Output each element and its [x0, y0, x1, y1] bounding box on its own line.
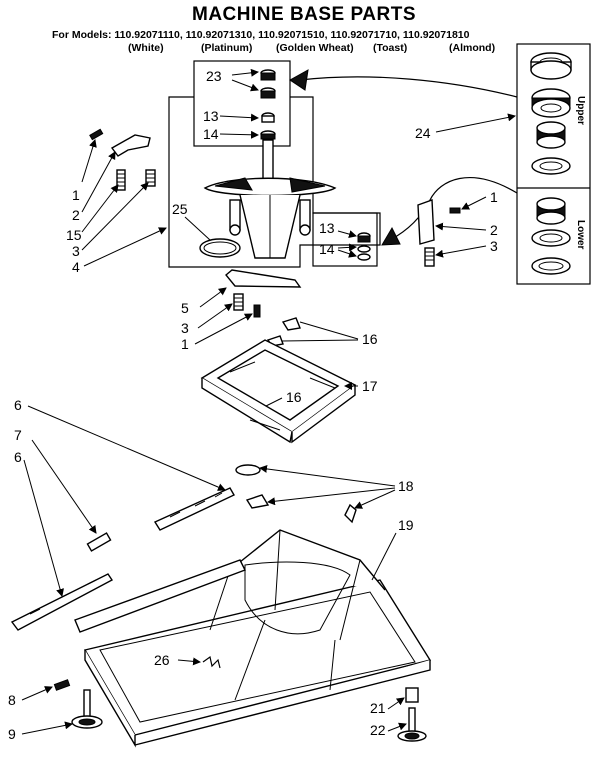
upper-bearing-set [530, 52, 572, 175]
callout-13-upper: 13 [203, 108, 219, 124]
callout-15: 15 [66, 227, 82, 243]
callout-7: 7 [14, 427, 22, 443]
lower-bracket-parts [225, 269, 302, 318]
models-line: For Models: 110.92071110, 110.92071310, … [52, 29, 470, 41]
right-bracket-parts [417, 199, 461, 267]
color-white: (White) [128, 42, 164, 54]
callout-17: 17 [362, 378, 378, 394]
box-parts-23-13-14 [193, 60, 291, 147]
part-8-bolt [53, 679, 71, 691]
transmission-assembly [203, 139, 337, 259]
color-toast: (Toast) [373, 42, 408, 54]
callout-4: 4 [72, 259, 80, 275]
box-transmission-assembly [168, 96, 381, 268]
part-25-ring [199, 238, 241, 258]
part-17-frame [200, 339, 357, 444]
callout-26: 26 [154, 652, 170, 668]
callout-14-upper: 14 [203, 126, 219, 142]
color-almond: (Almond) [449, 42, 496, 54]
part-6-upper-rail [153, 487, 235, 531]
bushings-23-13-14 [260, 69, 276, 140]
callout-1-right: 1 [490, 189, 498, 205]
part-19-base-frame [74, 529, 432, 748]
callout-25: 25 [172, 201, 188, 217]
callout-9: 9 [8, 726, 16, 742]
callout-2-left: 2 [72, 207, 80, 223]
callout-3-right: 3 [490, 238, 498, 254]
left-bracket-parts [89, 128, 156, 191]
callout-6-upper: 6 [14, 397, 22, 413]
part-26-clip [202, 655, 221, 669]
label-lower: Lower [575, 220, 586, 250]
right-box-bushings [357, 232, 371, 261]
leader-lines [21, 68, 516, 735]
callout-5: 5 [181, 300, 189, 316]
part-22-leveling-foot [397, 707, 427, 742]
callout-22: 22 [370, 722, 386, 738]
callout-3-left: 3 [72, 243, 80, 259]
callout-21: 21 [370, 700, 386, 716]
callout-14-right: 14 [319, 241, 335, 257]
color-golden-wheat: (Golden Wheat) [276, 42, 354, 54]
part-21-nut [405, 687, 419, 703]
arrow-head-upper [289, 69, 309, 91]
callout-18: 18 [398, 478, 414, 494]
diagram-title: MACHINE BASE PARTS [192, 4, 416, 25]
part-6-lower-rail [10, 573, 114, 631]
box-parts-13-14-right [312, 212, 378, 267]
part-18-plates [235, 464, 357, 524]
callout-23: 23 [206, 68, 222, 84]
lower-bearing-set [531, 197, 571, 275]
part-9-leveling-foot [71, 689, 103, 729]
callout-6-lower: 6 [14, 449, 22, 465]
callout-2-right: 2 [490, 222, 498, 238]
label-upper: Upper [575, 96, 586, 125]
part-7-spring [86, 532, 112, 552]
callout-8: 8 [8, 692, 16, 708]
callout-24: 24 [415, 125, 431, 141]
arrow-to-lower-box [389, 177, 518, 241]
box-upper-lower-bearings [516, 43, 591, 285]
callout-1-lower: 1 [181, 336, 189, 352]
arrow-to-upper-box [299, 76, 518, 98]
callout-1-left: 1 [72, 187, 80, 203]
callout-3-lower: 3 [181, 320, 189, 336]
arrow-head-lower [381, 226, 401, 246]
color-platinum: (Platinum) [201, 42, 253, 54]
callout-13-right: 13 [319, 220, 335, 236]
callout-16-upper: 16 [362, 331, 378, 347]
callout-19: 19 [398, 517, 414, 533]
callout-16-lower: 16 [286, 389, 302, 405]
